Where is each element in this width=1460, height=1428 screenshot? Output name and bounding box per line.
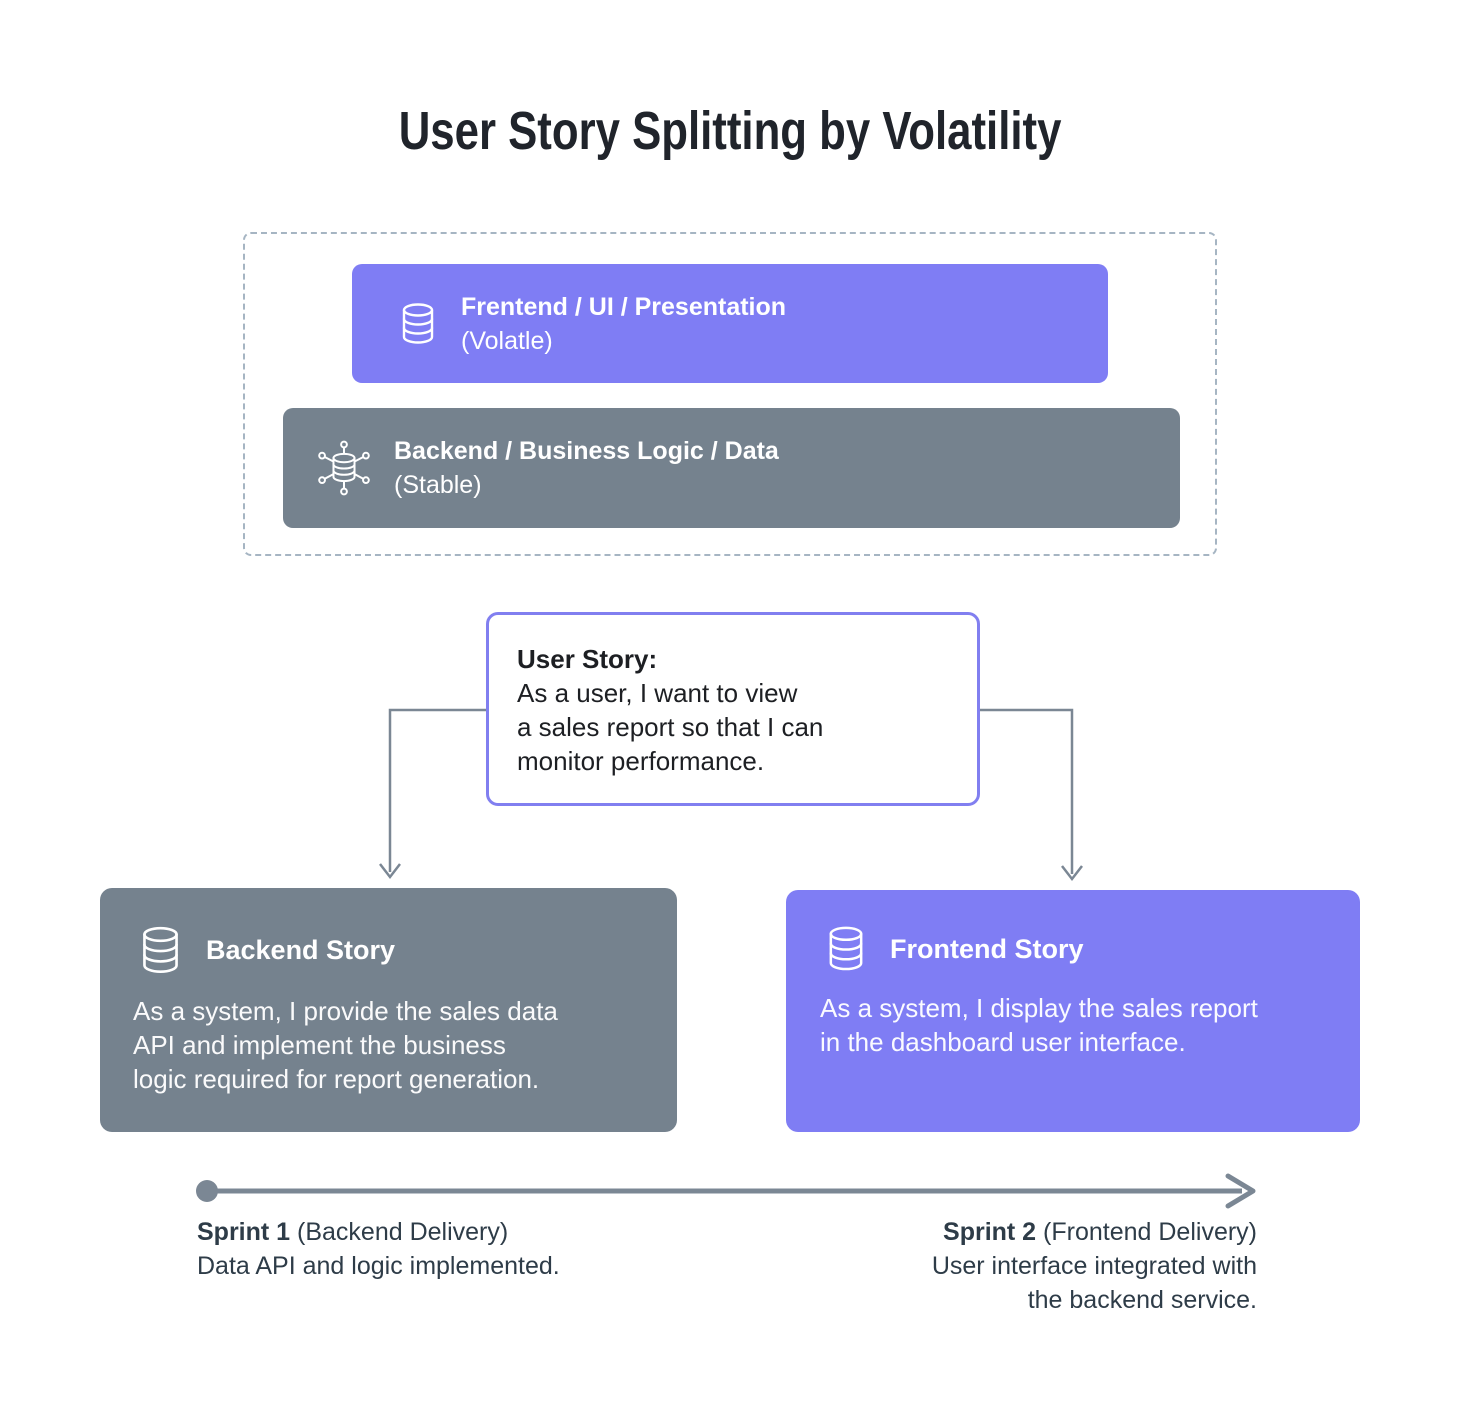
database-icon bbox=[820, 923, 872, 975]
connector-right bbox=[980, 708, 1074, 874]
backend-layer-box: Backend / Business Logic / Data (Stable) bbox=[283, 408, 1180, 528]
distributed-database-icon bbox=[313, 437, 375, 499]
backend-story-line: API and implement the business bbox=[133, 1030, 506, 1060]
sprint1-detail: (Backend Delivery) bbox=[290, 1218, 509, 1246]
frontend-story-line: in the dashboard user interface. bbox=[820, 1027, 1186, 1057]
frontend-story-line: As a system, I display the sales report bbox=[820, 993, 1258, 1023]
timeline-start-dot-icon bbox=[196, 1180, 218, 1202]
frontend-layer-text: Frentend / UI / Presentation (Volatle) bbox=[461, 290, 786, 358]
sprint1-name: Sprint 1 bbox=[197, 1218, 291, 1246]
user-story-heading: User Story: bbox=[517, 644, 658, 674]
timeline-arrowhead-icon bbox=[1225, 1173, 1256, 1209]
frontend-story-title: Frontend Story bbox=[890, 933, 1084, 964]
user-story-line: monitor performance. bbox=[517, 746, 765, 776]
user-story-line: a sales report so that I can bbox=[517, 712, 824, 742]
sprint1-label: Sprint 1 (Backend Delivery) Data API and… bbox=[197, 1215, 560, 1283]
backend-layer-subtitle: (Stable) bbox=[394, 471, 482, 499]
backend-story-title: Backend Story bbox=[206, 935, 396, 965]
backend-story-body: As a system, I provide the sales data AP… bbox=[133, 994, 677, 1096]
user-story-line: As a user, I want to view bbox=[517, 678, 798, 708]
database-icon bbox=[133, 923, 188, 978]
frontend-layer-title: Frentend / UI / Presentation bbox=[461, 292, 787, 321]
frontend-layer-box: Frentend / UI / Presentation (Volatle) bbox=[352, 264, 1108, 383]
backend-story-header: Backend Story bbox=[133, 923, 677, 978]
timeline-arrow bbox=[196, 1173, 1256, 1209]
frontend-layer-subtitle: (Volatle) bbox=[461, 326, 553, 355]
backend-layer-title: Backend / Business Logic / Data bbox=[394, 437, 779, 465]
arrowhead-down-left-icon bbox=[379, 863, 401, 880]
arrowhead-down-right-icon bbox=[1061, 865, 1083, 882]
sprint2-name: Sprint 2 bbox=[943, 1218, 1037, 1246]
page-title: User Story Splitting by Volatility bbox=[0, 100, 1460, 162]
volatility-layers-group bbox=[243, 232, 1217, 556]
user-story-box: User Story: As a user, I want to view a … bbox=[486, 612, 980, 806]
sprint2-description: User interface integrated with bbox=[931, 1252, 1257, 1280]
frontend-story-header: Frontend Story bbox=[820, 923, 1360, 975]
sprint2-title: Sprint 2 (Frontend Delivery) bbox=[932, 1215, 1257, 1249]
database-icon bbox=[394, 300, 442, 348]
sprint1-description: Data API and logic implemented. bbox=[197, 1252, 560, 1280]
sprint2-description: the backend service. bbox=[1027, 1286, 1257, 1314]
backend-layer-text: Backend / Business Logic / Data (Stable) bbox=[394, 434, 779, 502]
backend-story-box: Backend Story As a system, I provide the… bbox=[100, 888, 677, 1132]
sprint2-label: Sprint 2 (Frontend Delivery) User interf… bbox=[932, 1215, 1257, 1317]
page-title-text: User Story Splitting by Volatility bbox=[398, 101, 1062, 161]
backend-story-line: logic required for report generation. bbox=[133, 1064, 540, 1094]
sprint2-detail: (Frontend Delivery) bbox=[1036, 1218, 1257, 1246]
frontend-story-box: Frontend Story As a system, I display th… bbox=[786, 890, 1360, 1132]
backend-story-line: As a system, I provide the sales data bbox=[133, 996, 558, 1026]
sprint1-title: Sprint 1 (Backend Delivery) bbox=[197, 1215, 560, 1249]
connector-left bbox=[388, 708, 486, 872]
frontend-story-body: As a system, I display the sales report … bbox=[820, 991, 1360, 1059]
